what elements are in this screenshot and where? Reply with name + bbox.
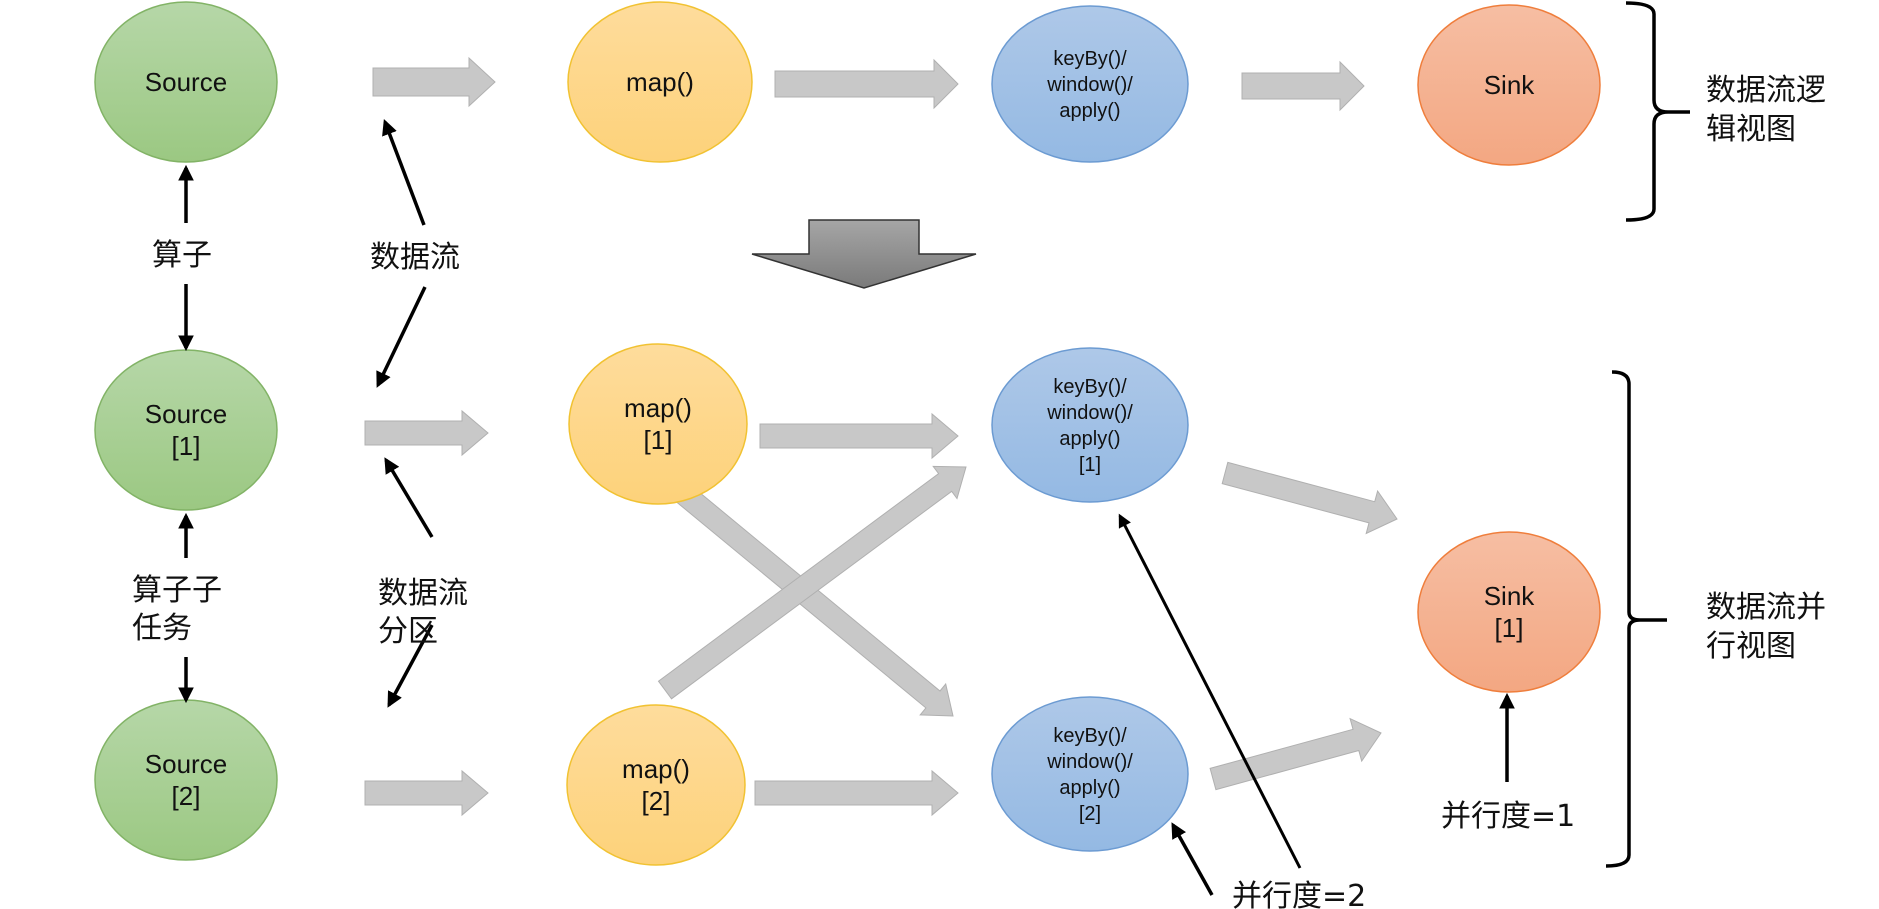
node-label: [2]: [642, 786, 671, 816]
parallelism2-arrow-keyby2: [1171, 822, 1214, 896]
node-source: Source: [94, 1, 278, 163]
partition-arrow-up: [384, 457, 434, 538]
node-label: map(): [626, 67, 694, 97]
node-label: Source: [145, 399, 227, 429]
node-label: Sink: [1484, 581, 1536, 611]
node-label: [1]: [1079, 454, 1101, 476]
node-label: Source: [145, 749, 227, 779]
parallelism2-arrow-keyby1: [1118, 513, 1302, 869]
node-label: window()/: [1046, 402, 1133, 424]
logical-view-label-line1: 数据流逻: [1706, 73, 1826, 108]
operator-label: 算子: [152, 238, 212, 273]
node-label: [2]: [172, 781, 201, 811]
partition-label-line1: 数据流: [378, 576, 468, 611]
node-ellipse: [1417, 531, 1601, 693]
partition-label-line2: 分区: [378, 614, 438, 649]
parallelism-2-label: 并行度=2: [1232, 879, 1366, 909]
flow-map-to-keyby-arrow: [774, 58, 959, 110]
node-label: window()/: [1046, 74, 1133, 96]
node-ellipse: [991, 5, 1189, 163]
flow-map2-to-keyby1-arrow: [657, 465, 967, 700]
dataflow-label: 数据流: [370, 240, 460, 275]
node-label: map(): [624, 393, 692, 423]
node-keyby-2: keyBy()/ window()/ apply() [2]: [991, 696, 1189, 852]
node-source-1: Source[1]: [94, 349, 278, 511]
node-label: [1]: [172, 431, 201, 461]
node-map-2: map()[2]: [566, 704, 746, 866]
parallel-view-label-line1: 数据流并: [1706, 590, 1826, 625]
subtask-label-line2: 任务: [132, 611, 192, 646]
node-map: map(): [567, 1, 753, 163]
parallel-view-bracket: [1605, 370, 1667, 868]
dataflow-arrow-up: [382, 119, 426, 226]
node-ellipse: [567, 1, 753, 163]
flow-keyby-to-sink-arrow: [1241, 60, 1365, 112]
node-source-2: Source[2]: [94, 699, 278, 861]
logical-view-bracket: [1625, 1, 1690, 222]
node-label: [1]: [1495, 613, 1524, 643]
node-ellipse: [94, 1, 278, 163]
node-label: window()/: [1046, 751, 1133, 773]
node-label: [2]: [1079, 803, 1101, 825]
node-sink-1: Sink[1]: [1417, 531, 1601, 693]
subtask-label-line1: 算子子: [132, 573, 222, 608]
parallel-view-label-line2: 行视图: [1706, 629, 1796, 664]
partition-arrow-down: [387, 624, 434, 708]
node-ellipse: [991, 347, 1189, 503]
node-label: keyBy()/: [1053, 725, 1127, 747]
node-label: map(): [622, 754, 690, 784]
node-ellipse: [94, 699, 278, 861]
flow-source1-to-map1-arrow: [364, 409, 489, 457]
node-label: Source: [145, 67, 227, 97]
flow-map1-to-keyby1-arrow: [759, 412, 959, 460]
flow-source2-to-map2-arrow: [364, 769, 489, 817]
node-map-1: map()[1]: [568, 343, 748, 505]
logical-view-label-line2: 辑视图: [1706, 112, 1796, 147]
node-label: apply(): [1059, 100, 1120, 122]
flow-keyby2-to-sink1-arrow: [1209, 717, 1382, 791]
node-ellipse: [566, 704, 746, 866]
node-label: keyBy()/: [1053, 376, 1127, 398]
dataflow-arrow-down: [376, 286, 427, 388]
node-ellipse: [568, 343, 748, 505]
flow-source-to-map-arrow: [372, 56, 496, 108]
node-ellipse: [94, 349, 278, 511]
node-label: keyBy()/: [1053, 48, 1127, 70]
node-keyby: keyBy()/ window()/ apply(): [991, 5, 1189, 163]
node-label: [1]: [644, 425, 673, 455]
transform-down-arrow: [751, 219, 977, 289]
node-ellipse: [991, 696, 1189, 852]
node-ellipse: [1417, 4, 1601, 166]
node-label: apply(): [1059, 428, 1120, 450]
flow-keyby1-to-sink1-arrow: [1221, 461, 1398, 535]
parallelism-1-label: 并行度=1: [1441, 799, 1575, 834]
flow-map2-to-keyby2-arrow: [754, 769, 959, 817]
node-sink: Sink: [1417, 4, 1601, 166]
node-label: apply(): [1059, 777, 1120, 799]
node-keyby-1: keyBy()/ window()/ apply() [1]: [991, 347, 1189, 503]
node-label: Sink: [1484, 70, 1536, 100]
